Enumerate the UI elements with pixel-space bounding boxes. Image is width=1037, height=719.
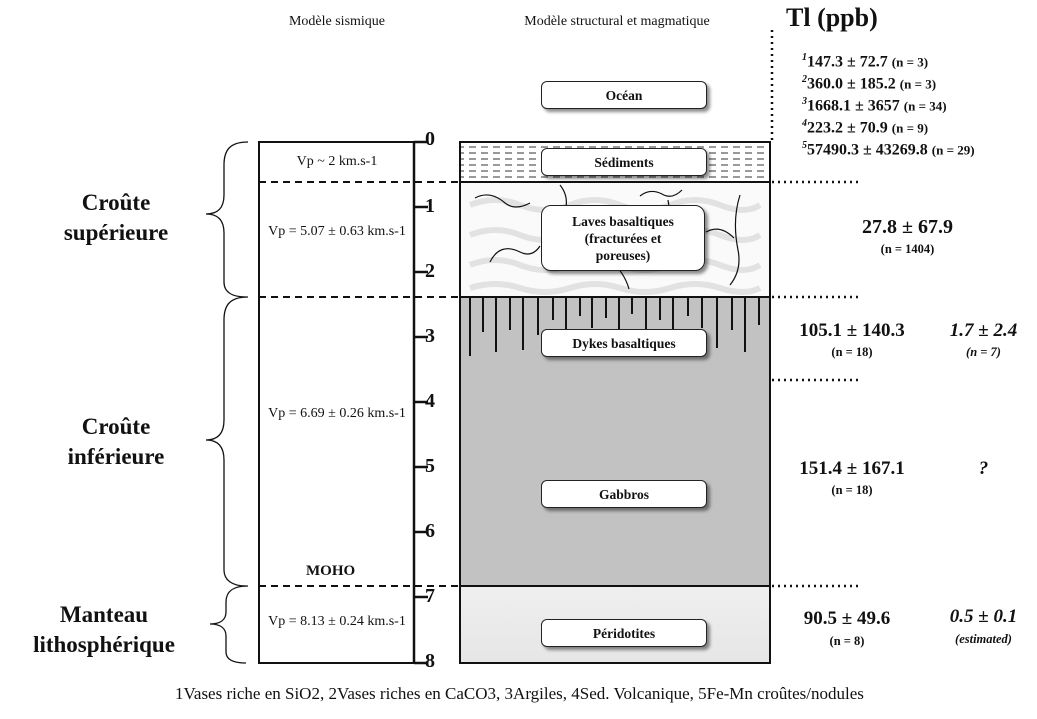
upper-crust-label: Croûte supérieure — [36, 188, 196, 248]
sediment-val-2: 360.0 ± 185.2 — [807, 75, 896, 93]
sediment-value-3: 31668.1 ± 3657 (n = 34) — [802, 96, 975, 118]
tl-dotted-lines — [770, 30, 860, 588]
lower-crust-label: Croûte inférieure — [36, 412, 196, 472]
peridotites-tl: 90.5 ± 49.6 (n = 8) — [772, 608, 922, 649]
dykes-tl-2: 1.7 ± 2.4 (n = 7) — [930, 320, 1037, 360]
tl-header: Tl (ppb) — [786, 3, 878, 32]
vp-layer3-text: Vp = 6.69 ± 0.26 km.s-1 — [268, 406, 406, 421]
depth-tick-1: 1 — [425, 195, 435, 217]
sediment-n-4: (n = 9) — [891, 120, 929, 136]
moho-label: MOHO — [306, 563, 356, 579]
dykes-box: Dykes basaltiques — [541, 329, 707, 357]
sediment-value-2: 2360.0 ± 185.2 (n = 3) — [802, 74, 975, 96]
peridotites-tl-value: 90.5 ± 49.6 — [803, 608, 891, 629]
depth-ticks — [414, 140, 428, 665]
dykes-tl: 105.1 ± 140.3 (n = 18) — [772, 320, 932, 360]
depth-tick-0: 0 — [425, 128, 435, 150]
vp-layer2-text: Vp = 5.07 ± 0.63 km.s-1 — [268, 224, 406, 239]
sediment-val-3: 1668.1 ± 3657 — [807, 97, 900, 115]
gabbros-tl: 151.4 ± 167.1 (n = 18) — [772, 458, 932, 498]
upper-crust-line1: Croûte — [81, 190, 151, 215]
sediment-sup-2: 2 — [802, 74, 807, 85]
vp-layer4-text: Vp = 8.13 ± 0.24 km.s-1 — [268, 614, 406, 629]
dykes-tl-n2: (n = 7) — [966, 345, 1001, 359]
vp-layer4: Vp = 8.13 ± 0.24 km.s-1 — [266, 612, 408, 631]
depth-tick-7: 7 — [425, 585, 435, 607]
seismic-model-header: Modèle sismique — [288, 14, 386, 29]
sediment-n-1: (n = 3) — [891, 54, 929, 70]
gabbros-tl-n: (n = 18) — [831, 483, 873, 497]
depth-tick-6: 6 — [425, 520, 435, 542]
laves-box: Laves basaltiques (fracturées et poreuse… — [541, 205, 705, 271]
sediments-box: Sédiments — [541, 148, 707, 176]
peridotites-tl-n: (n = 8) — [829, 634, 865, 648]
sediment-sup-4: 4 — [802, 118, 807, 129]
mantle-label: Manteau lithosphérique — [4, 600, 204, 660]
sediment-value-1: 1147.3 ± 72.7 (n = 3) — [802, 52, 975, 74]
sediment-val-5: 57490.3 ± 43269.8 — [807, 141, 928, 159]
sediment-n-2: (n = 3) — [899, 76, 937, 92]
sediment-sup-1: 1 — [802, 52, 807, 63]
laves-tl: 27.8 ± 67.9 (n = 1404) — [820, 216, 995, 257]
sediment-n-5: (n = 29) — [931, 142, 975, 158]
lower-crust-line2: inférieure — [67, 444, 165, 469]
depth-tick-4: 4 — [425, 390, 435, 412]
dykes-tl-value: 105.1 ± 140.3 — [799, 320, 905, 341]
gabbros-tl-value: 151.4 ± 167.1 — [799, 458, 905, 479]
boundary-lines — [259, 181, 460, 587]
dykes-tl-n: (n = 18) — [831, 345, 873, 359]
ocean-box: Océan — [541, 81, 707, 109]
sediment-val-1: 147.3 ± 72.7 — [807, 53, 888, 71]
laves-tl-n: (n = 1404) — [880, 242, 935, 256]
depth-tick-2: 2 — [425, 260, 435, 282]
depth-tick-3: 3 — [425, 325, 435, 347]
depth-tick-5: 5 — [425, 455, 435, 477]
sediment-value-4: 4223.2 ± 70.9 (n = 9) — [802, 118, 975, 140]
lower-crust-line1: Croûte — [81, 414, 151, 439]
sediment-val-4: 223.2 ± 70.9 — [807, 119, 888, 137]
sediment-n-3: (n = 34) — [903, 98, 947, 114]
peridotites-tl-value2: 0.5 ± 0.1 — [949, 606, 1018, 627]
depth-tick-8: 8 — [425, 650, 435, 672]
peridotites-tl-2: 0.5 ± 0.1 (estimated) — [930, 606, 1037, 647]
sediment-sup-3: 3 — [802, 96, 807, 107]
sediment-value-5: 557490.3 ± 43269.8 (n = 29) — [802, 140, 975, 162]
vp-layer1: Vp ~ 2 km.s-1 — [262, 152, 412, 171]
sediment-values: 1147.3 ± 72.7 (n = 3) 2360.0 ± 185.2 (n … — [802, 52, 975, 162]
seismic-column — [258, 141, 415, 664]
vp-layer1-text: Vp ~ 2 km.s-1 — [296, 154, 378, 169]
vp-layer3: Vp = 6.69 ± 0.26 km.s-1 — [266, 404, 408, 423]
crust-braces — [205, 141, 249, 664]
gabbros-box: Gabbros — [541, 480, 707, 508]
mantle-line1: Manteau — [59, 602, 149, 627]
vp-layer2: Vp = 5.07 ± 0.63 km.s-1 — [266, 222, 408, 241]
laves-tl-value: 27.8 ± 67.9 — [862, 216, 953, 238]
peridotites-box: Péridotites — [541, 619, 707, 647]
footnote: 1Vases riche en SiO2, 2Vases riches en C… — [175, 684, 864, 703]
mantle-line2: lithosphérique — [33, 632, 175, 657]
sediment-sup-5: 5 — [802, 140, 807, 151]
gabbros-tl-value2: ? — [978, 458, 989, 479]
structural-model-header: Modèle structural et magmatique — [524, 14, 710, 29]
dyke-lines — [469, 297, 760, 356]
dykes-tl-value2: 1.7 ± 2.4 — [949, 320, 1018, 341]
upper-crust-line2: supérieure — [63, 220, 169, 245]
peridotites-tl-n2: (estimated) — [955, 632, 1012, 646]
